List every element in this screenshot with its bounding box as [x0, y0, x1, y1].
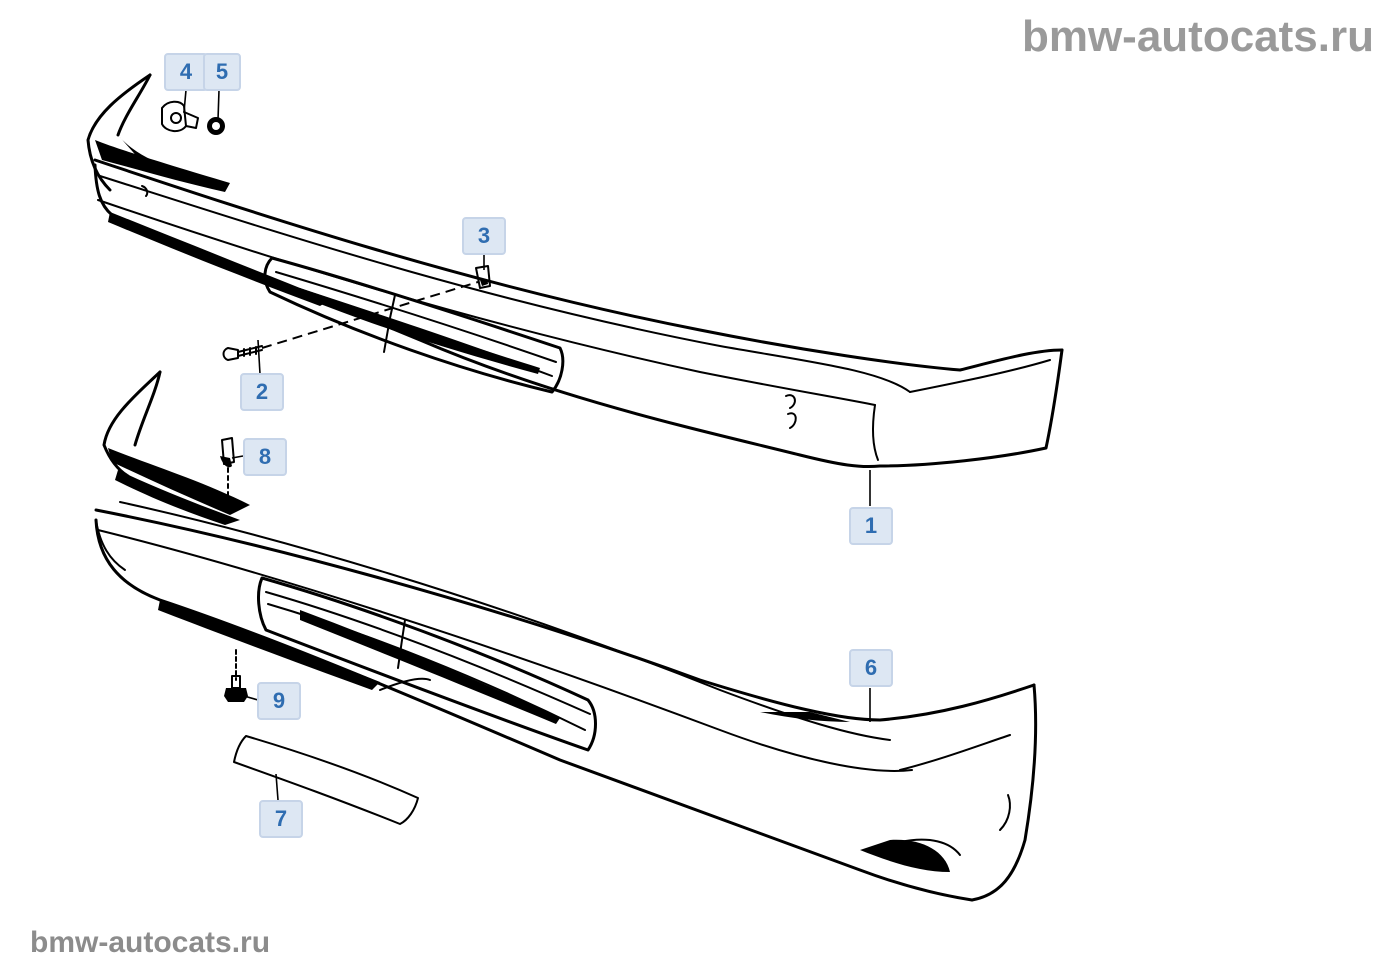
- clip-part-3[interactable]: [475, 265, 491, 289]
- watermark-bottom: bmw-autocats.ru: [30, 926, 271, 959]
- callout-8[interactable]: 8: [243, 438, 287, 476]
- screw-part-9[interactable]: [224, 649, 248, 702]
- callout-5[interactable]: 5: [203, 53, 241, 91]
- leader-lines: [183, 89, 871, 801]
- callout-6[interactable]: 6: [849, 649, 893, 687]
- callout-7[interactable]: 7: [259, 800, 303, 838]
- upper-bumper[interactable]: [86, 73, 1064, 469]
- nut-part-5[interactable]: [207, 117, 225, 135]
- clip-part-8[interactable]: [220, 437, 235, 501]
- lower-bumper[interactable]: [94, 370, 1038, 902]
- callout-1[interactable]: 1: [849, 507, 893, 545]
- strip-part-7[interactable]: [233, 735, 419, 825]
- callout-2[interactable]: 2: [240, 373, 284, 411]
- callout-3[interactable]: 3: [462, 217, 506, 255]
- watermark-top: bmw-autocats.ru: [1021, 12, 1374, 61]
- bracket-part-4[interactable]: [161, 100, 199, 132]
- callout-9[interactable]: 9: [257, 682, 301, 720]
- callout-4[interactable]: 4: [164, 53, 208, 91]
